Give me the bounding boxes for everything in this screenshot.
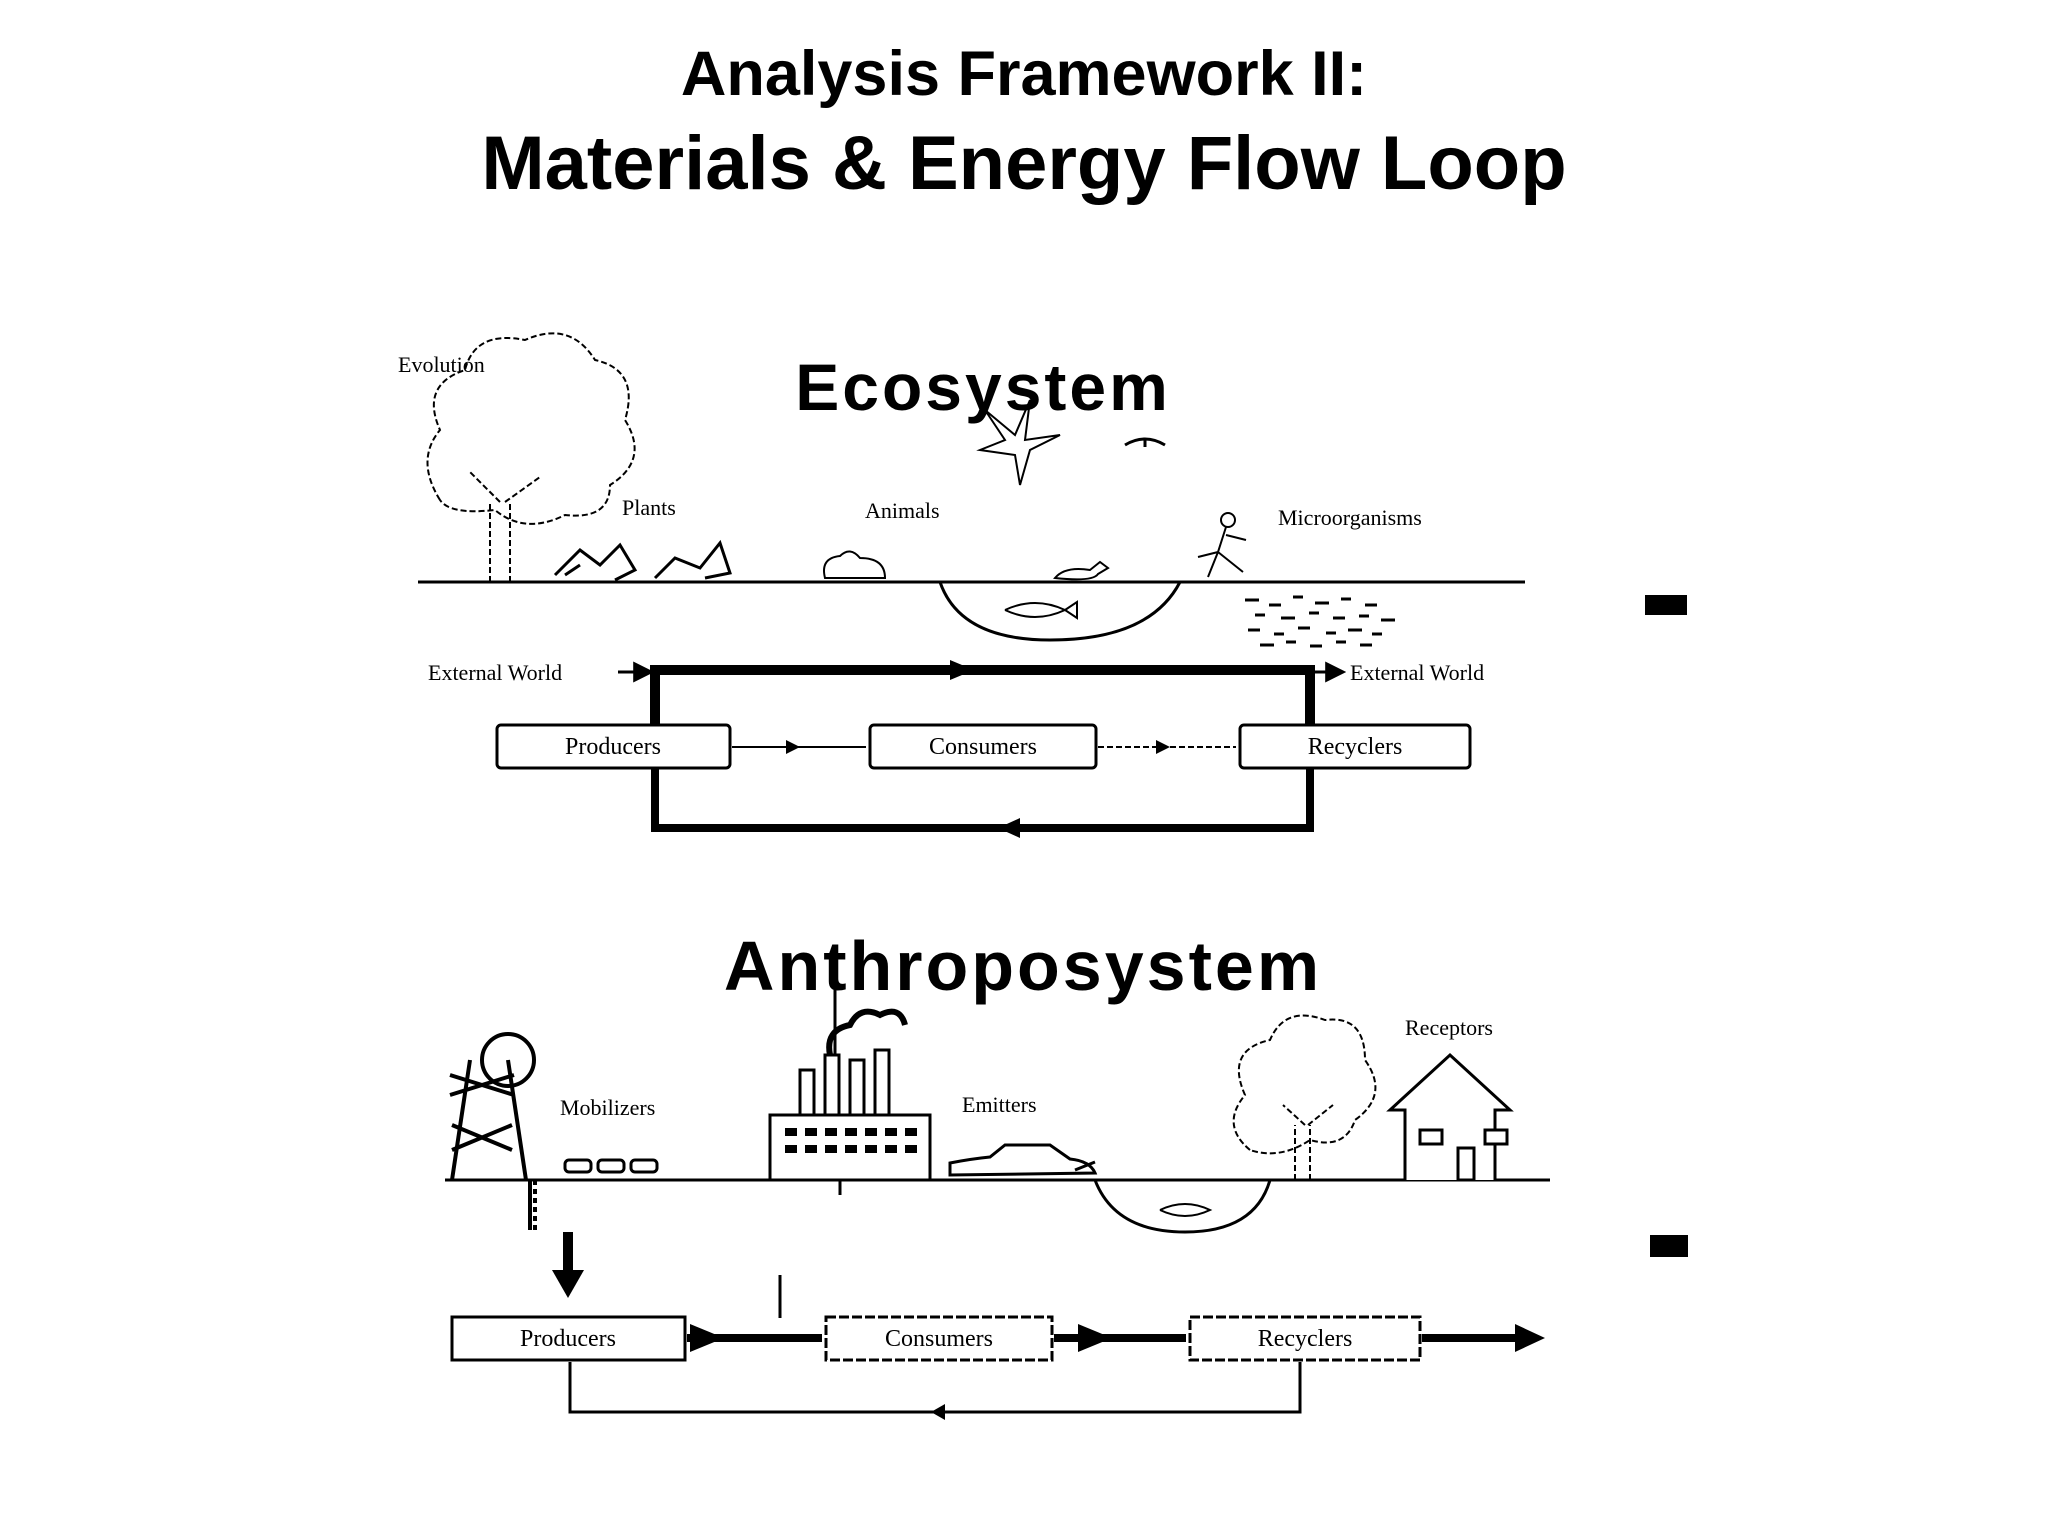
consumers-box-label: Consumers	[885, 1326, 993, 1352]
tree-icon	[1232, 1014, 1377, 1180]
arrow-left-icon	[931, 1404, 945, 1420]
slide-title-line1: Analysis Framework II:	[680, 39, 1368, 109]
arrow-right-icon	[1156, 740, 1170, 754]
ecosystem-loop-line	[650, 665, 1315, 740]
recyclers-box	[1188, 1315, 1422, 1362]
bullet-marker	[1650, 1235, 1688, 1257]
factory-icon	[768, 980, 932, 1195]
plant-icon	[553, 539, 732, 582]
arrow-down-icon	[552, 1270, 584, 1298]
duck-icon	[1053, 560, 1110, 581]
ecosystem-pond	[938, 581, 1182, 642]
bullet-marker	[1645, 595, 1687, 615]
exhaust-line	[1074, 1160, 1096, 1172]
microorganisms-icon	[1245, 595, 1395, 648]
ecosystem-panel: Ecosystem Evolution Plants Animals Micro…	[398, 332, 1525, 838]
animals-label: Animals	[865, 498, 940, 523]
anthroposystem-heading: Anthroposystem	[724, 927, 1322, 1005]
receptors-label: Receptors	[1405, 1015, 1493, 1040]
bird-icon	[1124, 437, 1166, 447]
fish-icon	[1159, 1203, 1213, 1217]
arrow-right-icon	[786, 740, 800, 754]
arrow-right-icon	[1515, 1324, 1545, 1352]
mine-tower-icon	[449, 1032, 537, 1230]
recyclers-box	[1238, 723, 1472, 770]
car-icon	[948, 1143, 1098, 1177]
tree-icon	[426, 332, 636, 582]
rabbit-icon	[823, 550, 887, 579]
person-icon	[1197, 512, 1247, 578]
producers-box	[495, 723, 732, 770]
recyclers-box-label: Recyclers	[1258, 1326, 1353, 1352]
recyclers-box-label: Recyclers	[1308, 734, 1403, 760]
consumers-box	[824, 1315, 1054, 1362]
producers-box-label: Producers	[520, 1326, 616, 1352]
arrow-left-icon	[998, 818, 1020, 838]
producers-box	[450, 1315, 687, 1362]
emitters-label: Emitters	[962, 1092, 1037, 1117]
microorganisms-label: Microorganisms	[1278, 505, 1422, 530]
anthroposystem-panel: Anthroposystem Mobilizers	[445, 927, 1550, 1420]
arrow-right-icon	[1078, 1324, 1112, 1352]
anthroposystem-pond	[1093, 1179, 1272, 1234]
bird-icon	[976, 399, 1061, 486]
plants-label: Plants	[622, 495, 676, 520]
mobilizers-label: Mobilizers	[560, 1095, 655, 1120]
mine-cart-icon	[563, 1158, 659, 1174]
consumers-box-label: Consumers	[929, 734, 1037, 760]
arrow-right-icon	[950, 660, 974, 680]
consumers-box	[868, 723, 1098, 770]
ecosystem-heading: Ecosystem	[795, 350, 1171, 424]
producers-box-label: Producers	[565, 734, 661, 760]
house-icon	[1386, 1052, 1514, 1182]
anthroposystem-return-line	[568, 1362, 1302, 1414]
fish-icon	[1004, 600, 1078, 620]
external-world-right-label: External World	[1350, 660, 1484, 685]
arrow-right-icon	[690, 1324, 724, 1352]
slide-title-line2: Materials & Energy Flow Loop	[481, 121, 1567, 206]
ecosystem-loop-line	[651, 765, 1314, 832]
external-world-left-label: External World	[428, 660, 562, 685]
